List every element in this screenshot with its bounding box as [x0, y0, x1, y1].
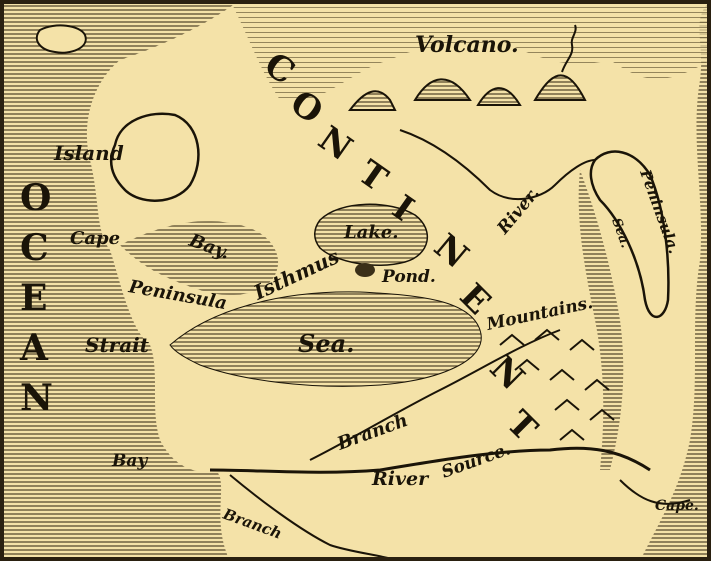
volcano-mountains: [347, 74, 587, 111]
label-river-upper: River.: [493, 184, 544, 239]
label-cape-right: Cape.: [655, 498, 699, 514]
island-shape: [109, 112, 200, 202]
label-river-lower: River: [371, 468, 430, 490]
pond-water: [355, 263, 375, 277]
label-pond: Pond.: [381, 267, 436, 287]
label-cape-left: Cape: [70, 228, 120, 249]
label-lake: Lake.: [343, 222, 399, 243]
river-main: [209, 446, 651, 474]
label-bay-lower: Bay: [111, 451, 148, 471]
label-mountains: Mountains.: [484, 293, 595, 335]
branch-upper-river: [309, 329, 561, 461]
volcano-smoke: [561, 24, 577, 73]
northern-water: [230, 0, 711, 102]
svg-text:C: C: [20, 227, 49, 269]
mountain-range: [499, 328, 615, 441]
right-ocean-water: [640, 0, 711, 561]
branch-lower-river: [229, 474, 401, 561]
label-branch-upper: Branch: [334, 410, 411, 455]
label-island: Island: [53, 141, 124, 165]
svg-text:O: O: [20, 177, 51, 219]
right-sea-strip: [578, 170, 624, 470]
svg-text:E: E: [20, 277, 47, 319]
svg-text:N: N: [311, 119, 359, 170]
label-volcano: Volcano.: [415, 32, 519, 58]
small-islet: [35, 24, 87, 54]
label-ocean: O C E A N: [19, 177, 53, 419]
sea-water: [169, 291, 482, 387]
label-sea: Sea.: [298, 329, 355, 358]
lake-water: [314, 203, 429, 266]
upper-bay-water: [120, 221, 279, 295]
label-source: Source.: [439, 439, 514, 482]
svg-text:A: A: [19, 327, 49, 369]
right-cape-coast: [619, 479, 691, 505]
ocean-water: [0, 0, 240, 561]
label-strait: Strait: [85, 333, 150, 357]
svg-text:T: T: [351, 153, 395, 200]
right-peninsula: [589, 150, 670, 319]
river-upper: [399, 129, 596, 201]
svg-text:N: N: [20, 377, 53, 419]
svg-text:N: N: [482, 348, 532, 398]
